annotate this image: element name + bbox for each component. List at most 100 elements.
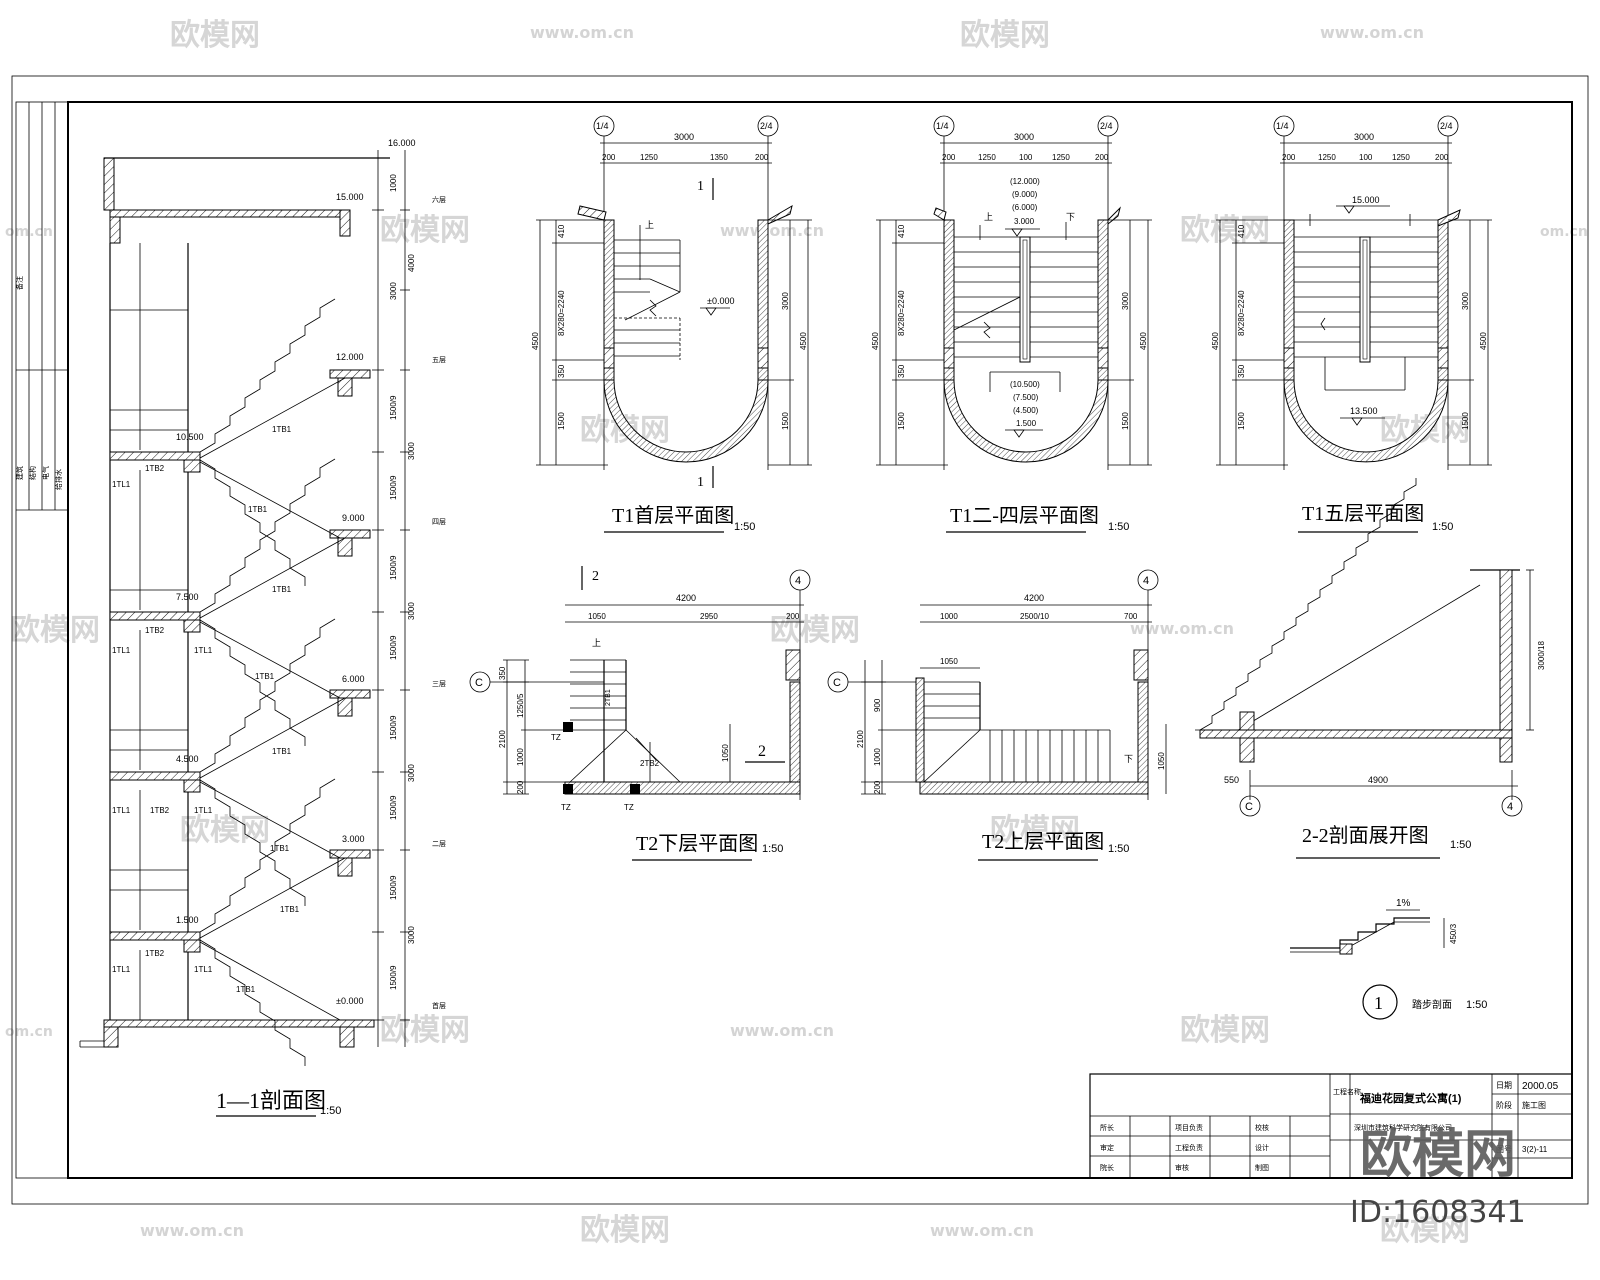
tb-stage: 施工图: [1522, 1100, 1546, 1110]
dim: 2100: [498, 730, 507, 748]
dim-v: 3000: [407, 764, 416, 782]
member-label: 1TB1: [272, 747, 292, 756]
dim-v: 1500/9: [389, 635, 398, 660]
detail-title: 踏步剖面: [1412, 998, 1452, 1011]
dim: 1050: [1157, 752, 1166, 770]
member-label: 1TB2: [150, 806, 170, 815]
dim: 4500: [531, 332, 540, 350]
plan-title: T1首层平面图: [612, 504, 734, 527]
plan-scale: 1:50: [762, 843, 783, 855]
watermark-brand: 欧模网: [170, 18, 260, 53]
outer-border: [11, 75, 1589, 1205]
plan-t2-upper: 4 4200 1000 2500/10 700 C 1050 下: [827, 569, 1167, 861]
level: (10.500): [1010, 380, 1040, 389]
up-label: 上: [984, 212, 993, 222]
level: 3.000: [1014, 217, 1035, 226]
axis-label: 4: [1507, 801, 1513, 813]
dim-v: 1500/9: [389, 395, 398, 420]
dim: 900: [873, 698, 882, 712]
dim: 4200: [1024, 593, 1044, 603]
member-label: TZ: [561, 803, 571, 812]
side-label-arch: 建筑: [15, 466, 24, 480]
elev-16000: 16.000: [388, 138, 416, 148]
dim: 3000: [1121, 292, 1130, 310]
dim-v: 3000: [389, 282, 398, 300]
dim: 350: [498, 666, 507, 680]
member-label: 1TB1: [270, 844, 290, 853]
watermark-url: www.om.cn: [140, 1221, 244, 1240]
title-block: 工程名称 福迪花园复式公寓(1) 日期 2000.05 阶段 施工图 深圳市建筑…: [1089, 1073, 1573, 1179]
dim: 410: [1237, 224, 1246, 238]
member-label: 1TL1: [194, 965, 213, 974]
section-2-2: 3000/18 550 4900 C 4 2-2剖面展开图 1:50: [1195, 478, 1546, 859]
axis-label: 1/4: [936, 121, 949, 131]
dim: 4900: [1368, 775, 1388, 785]
tb-role: 院长: [1100, 1163, 1114, 1172]
dim: 200: [942, 153, 956, 162]
plan-title: T1五层平面图: [1302, 503, 1424, 525]
elev-0000: ±0.000: [336, 996, 363, 1006]
dim: 1250: [1392, 153, 1410, 162]
tb-role: 所长: [1100, 1123, 1114, 1132]
watermark-url: www.om.cn: [720, 221, 824, 240]
up-label: 上: [645, 220, 654, 230]
watermark-brand: 欧模网: [380, 1013, 470, 1048]
dim: 1050: [940, 657, 958, 666]
dim: 8X280=2240: [557, 290, 566, 336]
down-label: 下: [1124, 754, 1133, 764]
dim: 100: [1019, 153, 1033, 162]
axis-label: 4: [1143, 575, 1149, 587]
elev-9000: 9.000: [342, 513, 365, 523]
watermark-url-short: om.cn: [5, 1024, 53, 1040]
watermark-url: www.om.cn: [730, 1021, 834, 1040]
dim: 4500: [871, 332, 880, 350]
dim: 350: [897, 364, 906, 378]
section-1-1-title: 1—1剖面图: [216, 1088, 326, 1113]
grid-label: C: [475, 677, 483, 689]
tb-drawing-no: 3(2)-11: [1522, 1145, 1548, 1154]
up-label: 上: [592, 638, 601, 648]
elev-15000: 15.000: [336, 192, 364, 202]
side-label-elec: 电气: [41, 466, 50, 480]
member-label: 2TB2: [640, 759, 660, 768]
dim: 4500: [1479, 332, 1488, 350]
level: (6.000): [1012, 203, 1038, 212]
tb-label: 图号: [1496, 1145, 1512, 1154]
axis-label: 1/4: [596, 121, 609, 131]
member-label: TZ: [624, 803, 634, 812]
elev-1500: 1.500: [176, 915, 199, 925]
plan-title: T2下层平面图: [636, 833, 758, 855]
dim: 200: [602, 153, 616, 162]
level: 13.500: [1350, 406, 1378, 416]
dim: 1050: [588, 612, 606, 621]
watermark-brand-large: 欧模网: [1360, 1125, 1516, 1185]
dim: 1000: [516, 748, 525, 766]
dim: 3000: [1354, 132, 1374, 142]
dim: 4200: [676, 593, 696, 603]
dim: 3000: [781, 292, 790, 310]
dim: 200: [1095, 153, 1109, 162]
dim: 1050: [721, 744, 730, 762]
watermark-brand: 欧模网: [1180, 1013, 1270, 1048]
member-label: 1TB1: [272, 425, 292, 434]
member-label: 2TB1: [605, 689, 612, 706]
dim: 410: [557, 224, 566, 238]
level-label: ±0.000: [707, 296, 734, 306]
tb-role: 设计: [1255, 1143, 1269, 1152]
dim: 4500: [799, 332, 808, 350]
member-label: 1TB1: [248, 505, 268, 514]
tb-role: 项目负责: [1175, 1123, 1203, 1132]
grid-label: C: [833, 677, 841, 689]
dim: 3000: [1461, 292, 1470, 310]
dim-v: 3000: [407, 926, 416, 944]
tb-role: 校核: [1255, 1123, 1269, 1132]
member-label: 1TL1: [194, 806, 213, 815]
dim-v: 1500/9: [389, 475, 398, 500]
plan-t1-typical: 1/4 2/4 3000 200 1250 100 1250 200 (12.0…: [871, 115, 1152, 533]
detail-1: 1% 450/3 1 踏步剖面 1:50: [1290, 898, 1487, 1020]
dim: 2100: [856, 730, 865, 748]
elev-12000: 12.000: [336, 352, 364, 362]
member-label: 1TB2: [145, 626, 165, 635]
watermark-brand: 欧模网: [1180, 213, 1270, 248]
